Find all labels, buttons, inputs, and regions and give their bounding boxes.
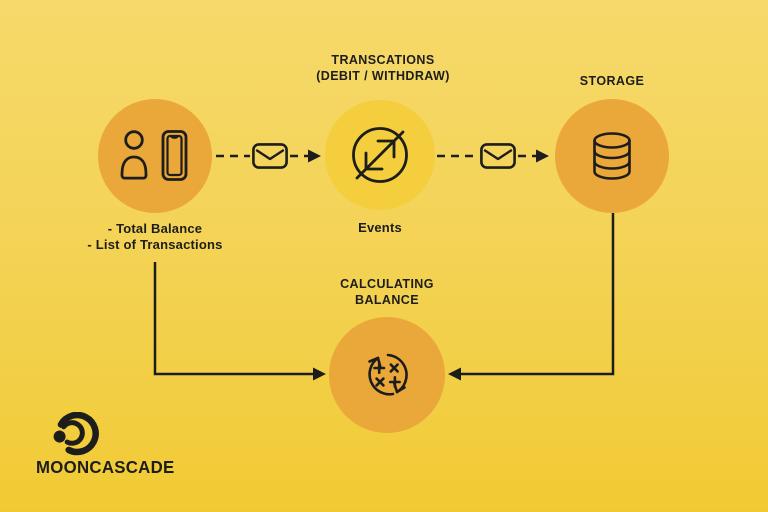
arrowhead-right <box>313 367 326 381</box>
exchange-arrows-icon <box>352 127 408 183</box>
person-phone-icon-group <box>120 130 188 181</box>
calculating-title-line2: BALANCE <box>355 292 419 307</box>
database-icon <box>593 132 631 180</box>
person-icon <box>120 130 148 180</box>
storage-node-title: STORAGE <box>562 74 662 90</box>
events-caption: Events <box>358 220 402 235</box>
smartphone-icon <box>161 130 188 181</box>
calculating-node-title: CALCULATING BALANCE <box>287 277 487 308</box>
arrowhead-right <box>536 149 549 163</box>
mooncascade-crescents-icon <box>53 412 99 456</box>
elbow-line-right <box>461 213 615 376</box>
arrowhead-right <box>308 149 321 163</box>
node-user-app <box>98 99 212 213</box>
node-calculating-balance <box>329 317 445 433</box>
events-node-title: TRANSCATIONS (DEBIT / WITHDRAW) <box>283 53 483 84</box>
events-title-line1: TRANSCATIONS <box>331 53 435 67</box>
elbow-line-left <box>153 262 313 376</box>
arrowhead-left <box>448 367 461 381</box>
calc-sync-icon <box>368 353 408 396</box>
events-title-line2: (DEBIT / WITHDRAW) <box>316 68 450 83</box>
events-node-caption: Events <box>330 220 430 236</box>
node-events <box>325 100 435 210</box>
user-node-caption: - Total Balance - List of Transactions <box>55 221 255 252</box>
mooncascade-wordmark: MOONCASCADE <box>36 457 175 477</box>
user-caption-line1: - Total Balance <box>107 221 203 236</box>
storage-title: STORAGE <box>579 74 645 88</box>
calculating-title-line1: CALCULATING <box>340 277 434 291</box>
envelope-icon <box>252 143 288 169</box>
node-storage <box>555 99 669 213</box>
user-caption-line2: - List of Transactions <box>87 236 223 252</box>
envelope-icon <box>480 143 516 169</box>
